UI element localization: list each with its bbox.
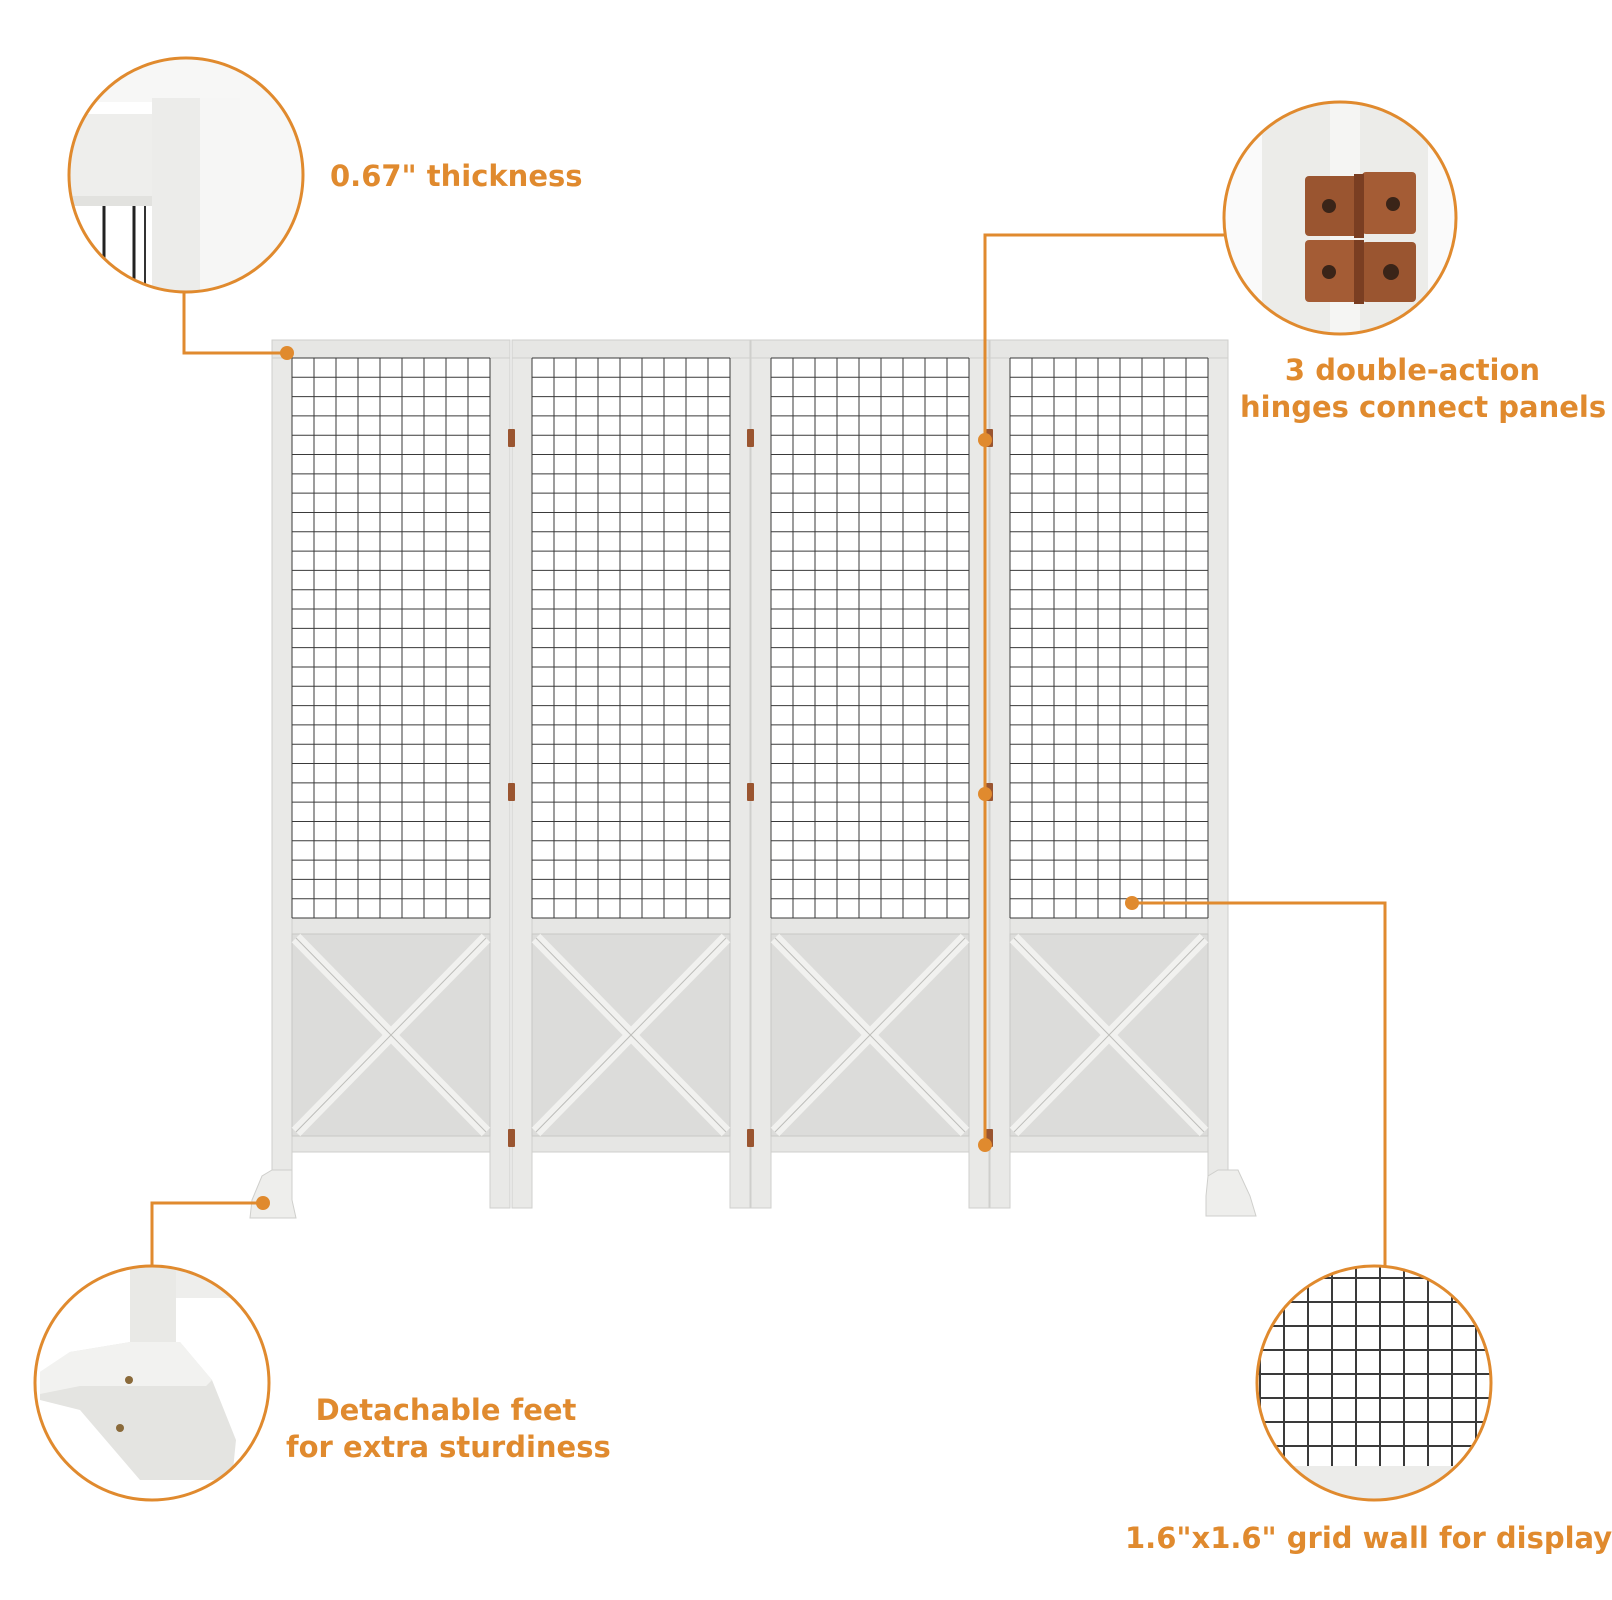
hinges-label-line2: hinges connect panels <box>1240 390 1607 424</box>
thickness-label: 0.67" thickness <box>330 159 583 193</box>
hinge <box>747 429 754 447</box>
hinge <box>508 783 515 801</box>
panel-cross-brace-edge <box>295 937 487 1133</box>
panel-left-post <box>989 339 1011 1209</box>
panel-middle-rail <box>531 917 731 935</box>
hinge <box>508 429 515 447</box>
panel-right-post <box>729 339 751 1209</box>
panel-right-post <box>489 339 511 1209</box>
hinge-zoom-icon <box>1222 100 1458 336</box>
hinge <box>747 783 754 801</box>
panel-top-rail <box>271 339 511 359</box>
panel-bottom-rail <box>291 1135 491 1153</box>
panel-bottom-rail <box>1009 1135 1209 1153</box>
panel-bottom-rail <box>770 1135 970 1153</box>
panel-middle-rail <box>770 917 970 935</box>
feet-leader <box>150 1201 263 1266</box>
feet-dot <box>256 1196 270 1210</box>
grid-dot <box>1125 896 1139 910</box>
panel-left-post <box>511 339 533 1209</box>
right-foot <box>1205 1169 1257 1217</box>
panel-cross-brace-edge <box>774 937 966 1133</box>
panel-top-rail <box>511 339 751 359</box>
leader-dots <box>256 346 1139 1210</box>
room-divider <box>249 339 1257 1219</box>
hinges-leader <box>983 233 1245 1145</box>
hinge-dot-middle <box>978 787 992 801</box>
panel-top-rail <box>989 339 1229 359</box>
feet-label: Detachable feet for extra sturdiness <box>286 1392 611 1466</box>
left-foot <box>249 1169 297 1219</box>
panel-middle-rail <box>291 917 491 935</box>
panel-cross-brace-edge <box>1013 937 1205 1133</box>
hinges-label-line1: 3 double-action <box>1284 353 1541 387</box>
panel-cross-brace-edge <box>535 937 727 1133</box>
panel-middle-rail <box>1009 917 1209 935</box>
panel-top-rail <box>750 339 990 359</box>
thickness-dot <box>280 346 294 360</box>
leader-lines <box>150 233 1387 1266</box>
foot-zoom-icon <box>33 1264 271 1502</box>
thickness-leader <box>182 289 287 355</box>
hinges-label: 3 double-action hinges connect panels <box>1240 352 1607 426</box>
panel-left-post <box>750 339 772 1209</box>
panel-left-post <box>271 339 293 1209</box>
panel-right-post <box>1207 339 1229 1209</box>
frame-corner-zoom-icon <box>67 56 305 294</box>
grid-label: 1.6"x1.6" grid wall for display <box>1125 1521 1612 1555</box>
grid-zoom-icon <box>1255 1264 1493 1502</box>
feet-label-line1: Detachable feet <box>315 1393 577 1427</box>
feet-label-line2: for extra sturdiness <box>286 1430 611 1464</box>
hinge <box>747 1129 754 1147</box>
grid-leader <box>1132 901 1387 1266</box>
hinge-dot-bottom <box>978 1138 992 1152</box>
panel-bottom-rail <box>531 1135 731 1153</box>
hinge <box>508 1129 515 1147</box>
hinge-dot-top <box>978 433 992 447</box>
